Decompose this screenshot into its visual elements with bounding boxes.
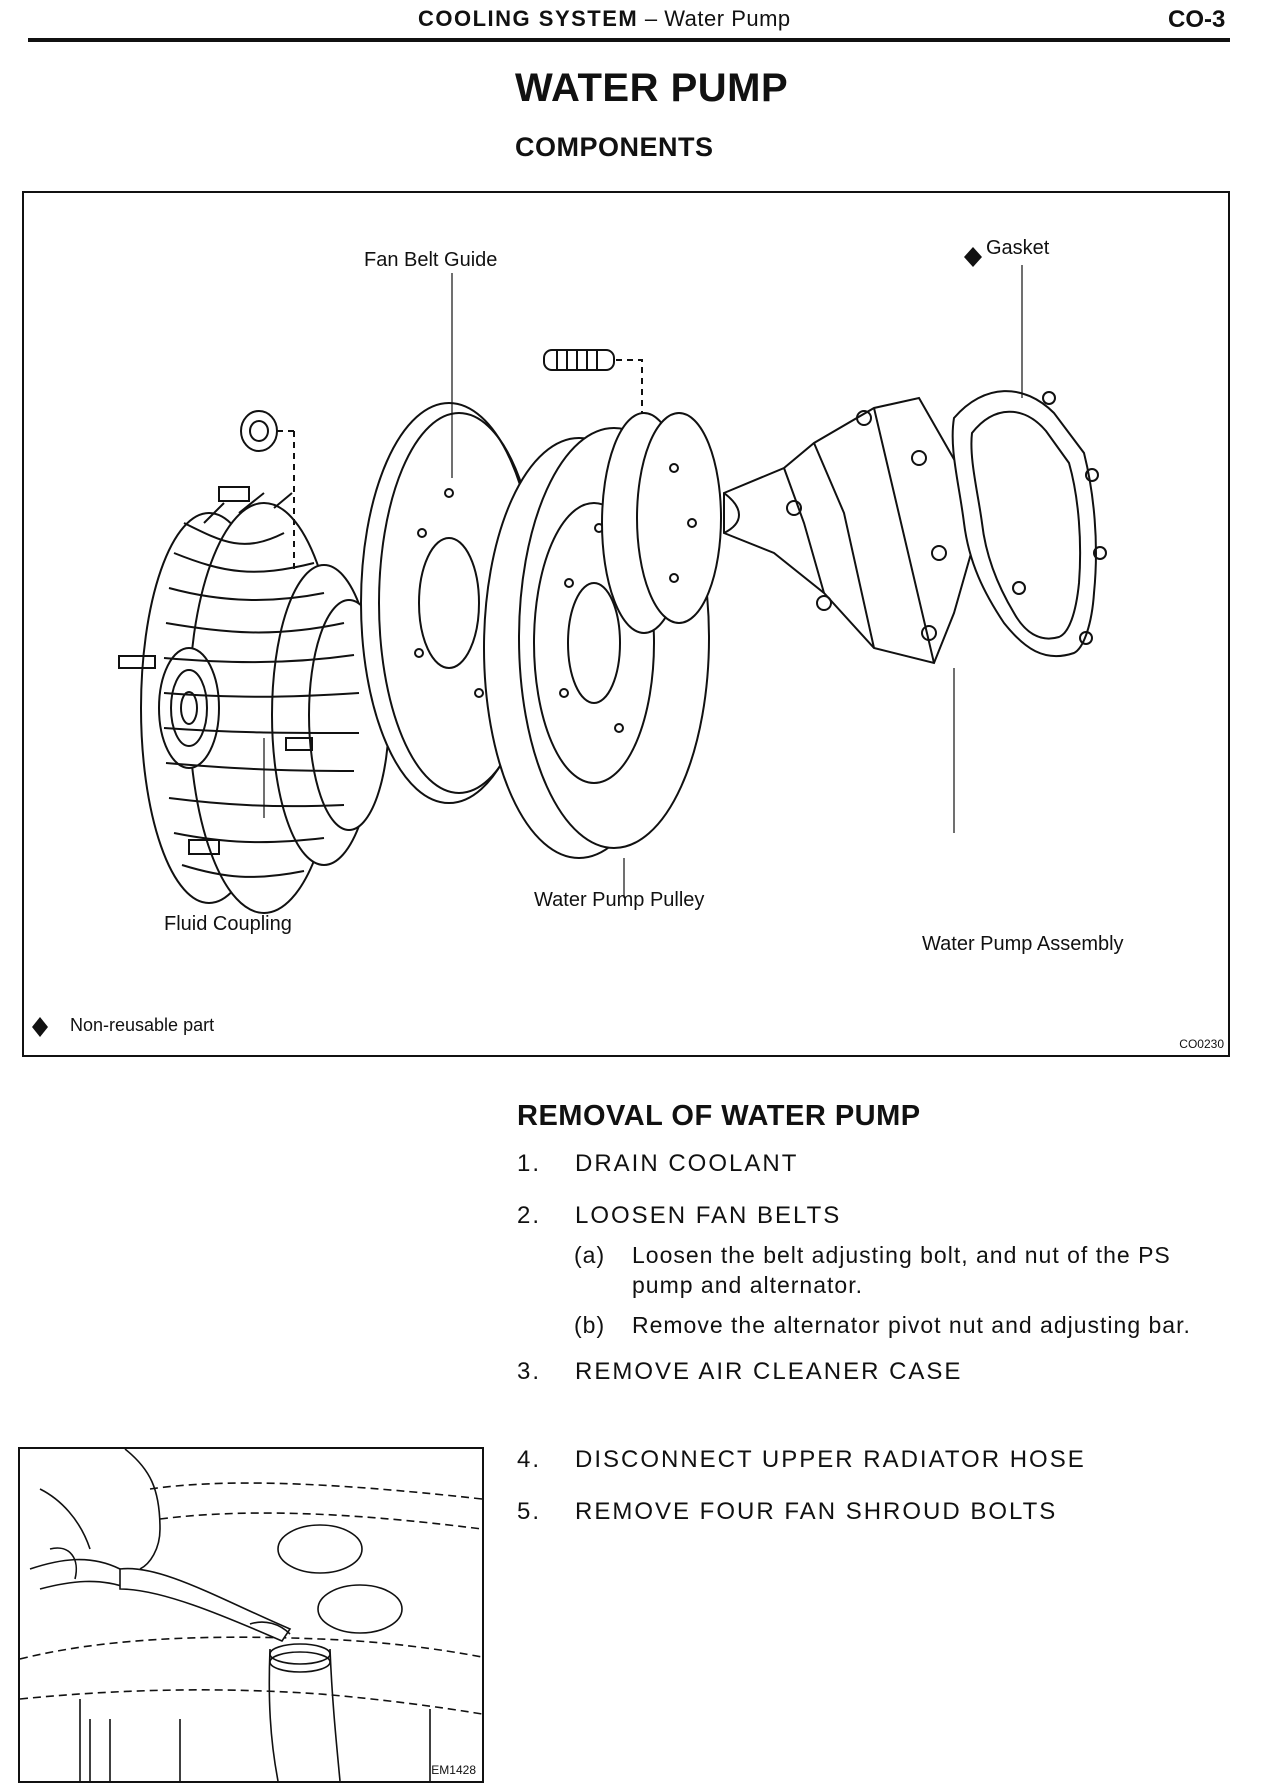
step-2: 2. LOOSEN FAN BELTS [517, 1202, 841, 1230]
fluid-coupling-drawing [118, 486, 390, 914]
radiator-hose-drawing [20, 1449, 482, 1781]
step-number: 3. [517, 1358, 542, 1385]
step-number: 4. [517, 1446, 542, 1473]
step-number: 1. [517, 1150, 542, 1177]
substep-a: (a) Loosen the belt adjusting bolt, and … [574, 1240, 1234, 1300]
section-name: COOLING SYSTEM [418, 6, 639, 31]
stud-drawing [543, 349, 643, 483]
legend-diamond-icon [32, 1017, 48, 1037]
label-water-pump-pulley: Water Pump Pulley [534, 889, 705, 911]
step-text: DISCONNECT UPPER RADIATOR HOSE [575, 1446, 1086, 1473]
label-water-pump-assembly: Water Pump Assembly [922, 933, 1124, 955]
removal-heading: REMOVAL OF WATER PUMP [517, 1100, 921, 1132]
step-text: REMOVE FOUR FAN SHROUD BOLTS [575, 1498, 1058, 1525]
page-title: WATER PUMP [515, 66, 789, 110]
nut-drawing [240, 410, 295, 573]
step-4: 4. DISCONNECT UPPER RADIATOR HOSE [517, 1446, 1086, 1474]
components-figure: Fan Belt Guide Gasket Fluid Coupling Wat… [22, 191, 1230, 1057]
substep-text: Remove the alternator pivot nut and adju… [632, 1312, 1191, 1338]
exploded-view-drawing [32, 247, 1107, 1037]
gasket-drawing [951, 390, 1107, 658]
radiator-hose-figure: EM1428 [18, 1447, 484, 1783]
legend-non-reusable: Non-reusable part [70, 1015, 215, 1035]
page-number: CO-3 [1168, 6, 1226, 33]
section-subtitle: COMPONENTS [515, 132, 714, 162]
label-gasket: Gasket [986, 237, 1050, 259]
step-text: LOOSEN FAN BELTS [575, 1202, 842, 1229]
water-pump-body-drawing [723, 396, 976, 665]
header-separator: – [638, 6, 665, 31]
subsection-name: Water Pump [664, 6, 791, 31]
step-5: 5. REMOVE FOUR FAN SHROUD BOLTS [517, 1498, 1057, 1526]
substep-letter: (a) [574, 1242, 606, 1268]
hub-drawing [601, 412, 722, 634]
substep-text: Loosen the belt adjusting bolt, and nut … [632, 1242, 1171, 1298]
step-1: 1. DRAIN COOLANT [517, 1150, 798, 1178]
step-number: 5. [517, 1498, 542, 1525]
figure-code: EM1428 [431, 1763, 476, 1777]
header-rule [28, 38, 1230, 42]
step-text: REMOVE AIR CLEANER CASE [575, 1358, 963, 1385]
substep-letter: (b) [574, 1312, 606, 1338]
figure-code: CO0230 [1179, 1037, 1224, 1051]
label-fan-belt-guide: Fan Belt Guide [364, 249, 498, 271]
substep-b: (b) Remove the alternator pivot nut and … [574, 1310, 1234, 1340]
step-text: DRAIN COOLANT [575, 1150, 799, 1177]
running-head: COOLING SYSTEM – Water Pump [418, 6, 791, 32]
label-fluid-coupling: Fluid Coupling [164, 913, 292, 935]
gasket-diamond-icon [964, 247, 982, 267]
step-3: 3. REMOVE AIR CLEANER CASE [517, 1358, 962, 1386]
step-number: 2. [517, 1202, 542, 1229]
